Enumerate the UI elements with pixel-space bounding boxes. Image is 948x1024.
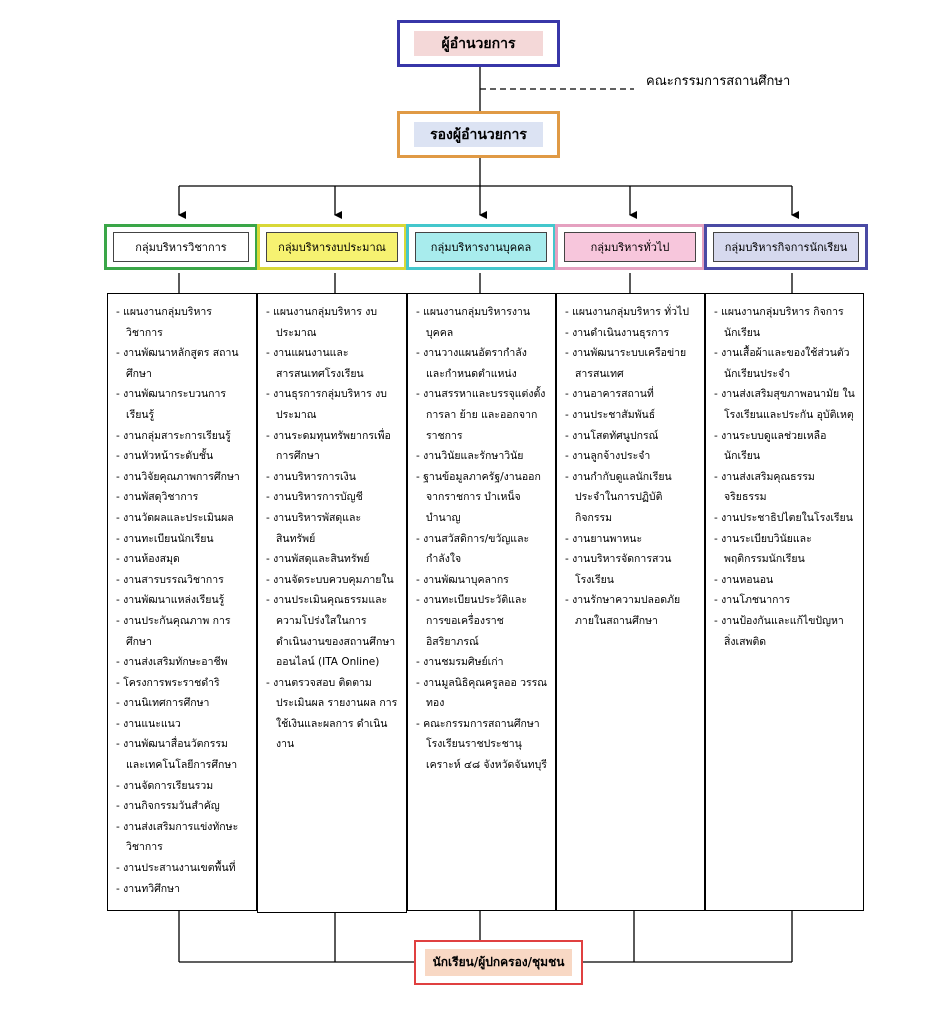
group-title-general: กลุ่มบริหารทั่วไป bbox=[564, 232, 696, 262]
task-item: - โครงการพระราชดำริ bbox=[116, 676, 220, 689]
task-item: - งานมูลนิธิคุณครูลออ วรรณทอง bbox=[416, 676, 547, 710]
task-item: - งานสวัสดิการ/ขวัญและ กำลังใจ bbox=[416, 532, 530, 566]
task-item: - งานหัวหน้าระดับชั้น bbox=[116, 450, 214, 463]
task-item: - งานแผนงานและ สารสนเทศโรงเรียน bbox=[266, 347, 364, 380]
group-box-general: กลุ่มบริหารทั่วไป bbox=[555, 224, 705, 270]
task-item: - งานบริหารการบัญชี bbox=[266, 491, 363, 504]
task-item: - ฐานข้อมูลภาครัฐ/งานออก จากราชการ บำเหน… bbox=[416, 470, 541, 524]
task-item: - งานประสานงานเขตพื้นที่ bbox=[116, 862, 236, 875]
task-item: - งานจัดการเรียนรวม bbox=[116, 779, 214, 792]
task-item: - งานกิจกรรมวันสำคัญ bbox=[116, 800, 220, 813]
task-list-general: - แผนงานกลุ่มบริหาร ทั่วไป - งานดำเนินงาน… bbox=[556, 293, 705, 911]
task-list-academic: - แผนงานกลุ่มบริหาร วิชาการ - งานพัฒนาหลั… bbox=[107, 293, 257, 911]
task-item: - งานพัฒนาสื่อนวัตกรรม และเทคโนโลยีการศึ… bbox=[116, 738, 238, 772]
task-item: - งานพัฒนาแหล่งเรียนรู้ bbox=[116, 594, 225, 607]
task-item: - งานแนะแนว bbox=[116, 717, 181, 730]
task-item: - งานนิเทศการศึกษา bbox=[116, 697, 210, 710]
task-item: - งานชมรมศิษย์เก่า bbox=[416, 656, 504, 669]
group-box-academic: กลุ่มบริหารวิชาการ bbox=[104, 224, 258, 270]
task-item: - งานสารบรรณวิชาการ bbox=[116, 573, 224, 586]
committee-label: คณะกรรมการสถานศึกษา bbox=[646, 74, 791, 89]
group-box-personnel: กลุ่มบริหารงานบุคคล bbox=[406, 224, 556, 270]
task-item: - งานห้องสมุด bbox=[116, 553, 180, 566]
task-item: - แผนงานกลุ่มบริหาร ทั่วไป bbox=[565, 306, 690, 318]
task-item: - งานพัฒนากระบวนการ เรียนรู้ bbox=[116, 388, 227, 421]
task-item: - งานวิจัยคุณภาพการศึกษา bbox=[116, 470, 240, 483]
task-item: - งานทะเบียนประวัติและ การขอเครื่องราชอิ… bbox=[416, 594, 527, 648]
task-item: - แผนงานกลุ่มบริหาร กิจการนักเรียน bbox=[714, 306, 844, 339]
task-item: - งานประเมินคุณธรรมและ ความโปร่งใสในการ … bbox=[266, 594, 396, 669]
deputy-director-label: รองผู้อำนวยการ bbox=[414, 122, 543, 147]
task-item: - แผนงานกลุ่มบริหารงาน บุคคล bbox=[416, 306, 531, 339]
task-item: - งานกำกับดูแลนักเรียน ประจำในการปฏิบัติ… bbox=[565, 470, 672, 524]
task-item: - งานพัสดุวิชาการ bbox=[116, 491, 199, 504]
task-item: - งานส่งเสริมสุขภาพอนามัย ในโรงเรียนและป… bbox=[714, 388, 855, 421]
task-list-budget: - แผนงานกลุ่มบริหาร งบประมาณ - งานแผนงานแ… bbox=[257, 293, 407, 913]
task-item: - งานประชาธิปไตยในโรงเรียน bbox=[714, 511, 853, 524]
task-item: - งานอาคารสถานที่ bbox=[565, 388, 654, 401]
task-item: - งานระบบดูแลช่วยเหลือ นักเรียน bbox=[714, 429, 827, 463]
task-item: - งานบริหารการเงิน bbox=[266, 470, 356, 483]
task-item: - งานทะเบียนนักเรียน bbox=[116, 532, 214, 545]
task-item: - งานพัฒนาระบบเครือข่าย สารสนเทศ bbox=[565, 347, 687, 380]
task-item: - งานลูกจ้างประจำ bbox=[565, 450, 651, 463]
task-item: - งานหอนอน bbox=[714, 573, 774, 586]
task-item: - งานระดมทุนทรัพยากรเพื่อ การศึกษา bbox=[266, 429, 391, 463]
task-item: - งานวางแผนอัตรากำลัง และกำหนดตำแหน่ง bbox=[416, 347, 527, 380]
task-item: - งานประชาสัมพันธ์ bbox=[565, 408, 656, 421]
task-item: - งานส่งเสริมทักษะอาชีพ bbox=[116, 656, 228, 669]
task-list-student-affairs: - แผนงานกลุ่มบริหาร กิจการนักเรียน - งานเ… bbox=[705, 293, 864, 911]
director-label: ผู้อำนวยการ bbox=[414, 31, 543, 56]
group-title-personnel: กลุ่มบริหารงานบุคคล bbox=[415, 232, 547, 262]
task-item: - งานโสตทัศนูปกรณ์ bbox=[565, 429, 659, 442]
task-item: - งานพัสดุและสินทรัพย์ bbox=[266, 553, 370, 566]
task-item: - งานระเบียบวินัยและ พฤติกรรมนักเรียน bbox=[714, 532, 812, 566]
task-item: - งานธุรการกลุ่มบริหาร งบประมาณ bbox=[266, 388, 387, 421]
group-title-budget: กลุ่มบริหารงบประมาณ bbox=[266, 232, 398, 262]
task-list-personnel: - แผนงานกลุ่มบริหารงาน บุคคล - งานวางแผนอ… bbox=[407, 293, 556, 911]
task-item: - งานพัฒนาหลักสูตร สถานศึกษา bbox=[116, 347, 239, 380]
stakeholders-box: นักเรียน/ผู้ปกครอง/ชุมชน bbox=[414, 940, 583, 985]
group-title-student-affairs: กลุ่มบริหารกิจการนักเรียน bbox=[713, 232, 859, 262]
task-item: - งานประกันคุณภาพ การศึกษา bbox=[116, 614, 231, 648]
task-item: - แผนงานกลุ่มบริหาร งบประมาณ bbox=[266, 306, 378, 339]
group-box-student-affairs: กลุ่มบริหารกิจการนักเรียน bbox=[704, 224, 868, 270]
stakeholders-label: นักเรียน/ผู้ปกครอง/ชุมชน bbox=[425, 949, 572, 976]
director-box: ผู้อำนวยการ bbox=[397, 20, 560, 67]
group-title-academic: กลุ่มบริหารวิชาการ bbox=[113, 232, 249, 262]
task-item: - งานวัดผลและประเมินผล bbox=[116, 511, 234, 524]
task-item: - งานจัดระบบควบคุมภายใน bbox=[266, 573, 394, 586]
task-item: - งานเสื้อผ้าและของใช้ส่วนตัว นักเรียนปร… bbox=[714, 347, 850, 380]
task-item: - งานป้องกันและแก้ไขปัญหา สิ่งเสพติด bbox=[714, 614, 844, 648]
task-item: - งานส่งเสริมคุณธรรม จริยธรรม bbox=[714, 470, 815, 504]
deputy-director-box: รองผู้อำนวยการ bbox=[397, 111, 560, 158]
task-item: - คณะกรรมการสถานศึกษา โรงเรียนราชประชานุ… bbox=[416, 717, 547, 772]
task-item: - งานโภชนาการ bbox=[714, 594, 790, 607]
task-item: - งานยานพาหนะ bbox=[565, 532, 643, 545]
task-item: - งานสรรหาและบรรจุแต่งตั้ง การลา ย้าย แล… bbox=[416, 388, 546, 442]
task-item: - งานบริหารพัสดุและ สินทรัพย์ bbox=[266, 511, 362, 545]
task-item: - งานดำเนินงานธุรการ bbox=[565, 326, 670, 339]
task-item: - งานส่งเสริมการแข่งทักษะ วิชาการ bbox=[116, 820, 239, 854]
task-item: - แผนงานกลุ่มบริหาร วิชาการ bbox=[116, 306, 212, 339]
task-item: - งานวินัยและรักษาวินัย bbox=[416, 450, 524, 463]
task-item: - งานบริหารจัดการสวน โรงเรียน bbox=[565, 553, 672, 586]
task-item: - งานตรวจสอบ ติดตาม ประเมินผล รายงานผล ก… bbox=[266, 676, 398, 751]
task-item: - งานทวิศึกษา bbox=[116, 882, 180, 895]
task-item: - งานกลุ่มสาระการเรียนรู้ bbox=[116, 429, 231, 442]
task-item: - งานพัฒนาบุคลากร bbox=[416, 573, 509, 586]
task-item: - งานรักษาความปลอดภัย ภายในสถานศึกษา bbox=[565, 594, 681, 627]
group-box-budget: กลุ่มบริหารงบประมาณ bbox=[257, 224, 407, 270]
